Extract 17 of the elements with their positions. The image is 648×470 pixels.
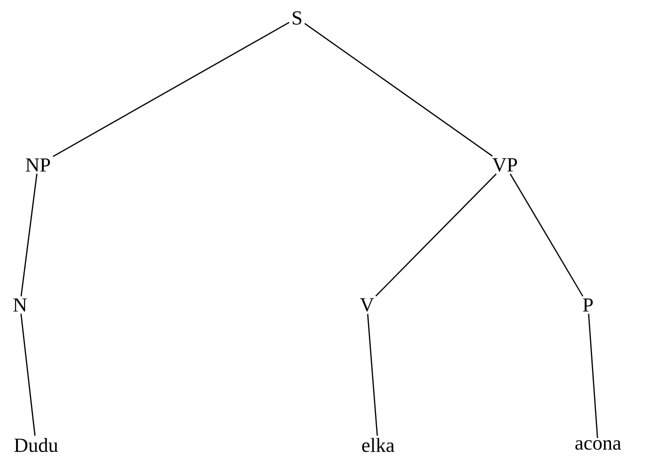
tree-label: elka bbox=[362, 438, 394, 452]
tree-branch bbox=[510, 174, 584, 297]
tree-branch bbox=[367, 314, 378, 436]
tree-label: V bbox=[360, 298, 374, 312]
tree-label: VP bbox=[492, 158, 517, 172]
tree-label: NP bbox=[26, 158, 50, 172]
tree-branch bbox=[375, 173, 497, 297]
tree-label: S bbox=[292, 11, 302, 25]
tree-label: acona bbox=[575, 440, 622, 450]
tree-branch bbox=[588, 314, 598, 438]
tree-label: Dudu bbox=[14, 438, 58, 452]
tree-branch bbox=[20, 314, 36, 436]
tree-label: P bbox=[583, 298, 593, 312]
tree-branch bbox=[52, 22, 290, 158]
tree-branch bbox=[20, 174, 38, 296]
tree-branch bbox=[304, 22, 493, 157]
tree-label: N bbox=[13, 298, 27, 312]
